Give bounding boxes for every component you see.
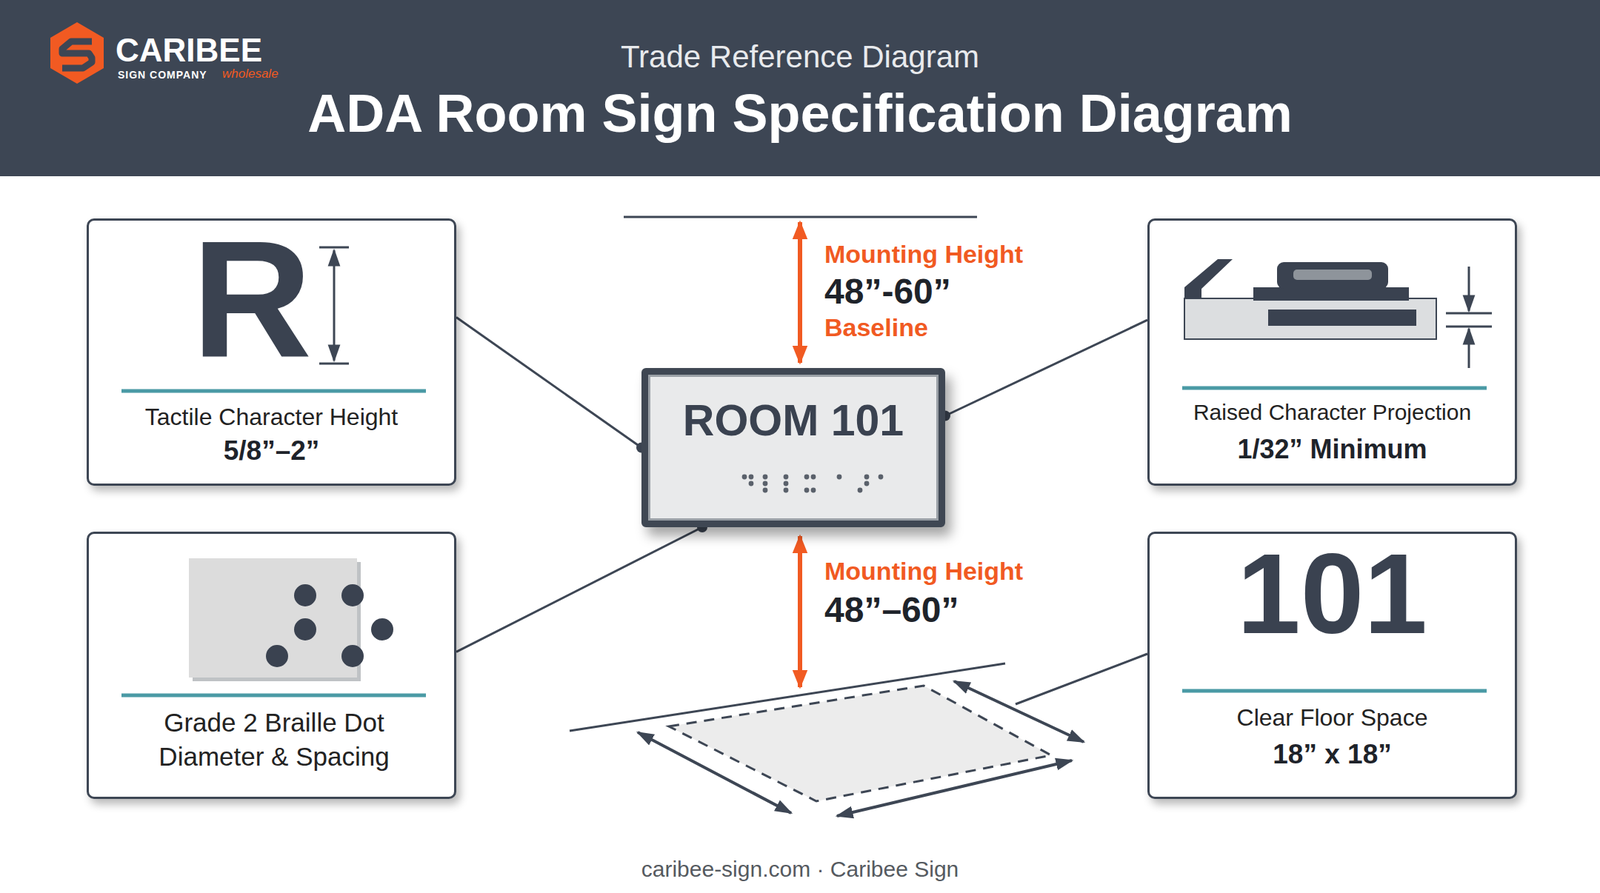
dimension-arrow bbox=[637, 732, 792, 814]
node-text: 1/32” Minimum bbox=[1149, 433, 1515, 466]
dimension-arrow bbox=[797, 536, 803, 688]
room-sign: ROOM 101 bbox=[641, 368, 946, 528]
logo-icon bbox=[50, 22, 104, 84]
leader-line bbox=[456, 527, 703, 652]
dimension-value: 48”-60” bbox=[824, 270, 952, 314]
node-heading: 101 bbox=[1149, 537, 1515, 652]
dimension-arrow bbox=[954, 681, 1084, 743]
dimension-label: Mounting Height bbox=[824, 556, 1023, 587]
leader-line bbox=[1015, 654, 1148, 705]
diagram-title: ADA Room Sign Specification Diagram bbox=[0, 82, 1600, 144]
dimension-label: Baseline bbox=[824, 312, 929, 343]
logo-word: CARIBEE bbox=[115, 31, 263, 71]
node-heading: Grade 2 Braille Dot Diameter & Spacing bbox=[125, 705, 423, 775]
footer-note: caribee-sign.com · Caribee Sign bbox=[0, 856, 1600, 883]
spec-panel: Raised Character Projection 1/32” Minimum bbox=[1147, 218, 1518, 486]
logo-subtitle: SIGN COMPANY bbox=[117, 68, 208, 82]
leader-line bbox=[945, 320, 1148, 416]
leader-line bbox=[456, 317, 642, 449]
baseline-line bbox=[623, 216, 978, 219]
spec-panel: Grade 2 Braille Dot Diameter & Spacing bbox=[86, 531, 457, 800]
dimension-arrow bbox=[797, 222, 803, 363]
subtitle: Trade Reference Diagram bbox=[0, 38, 1600, 76]
spec-panel: R Tactile Character Height5/8”–2” bbox=[86, 218, 457, 486]
node-text: 18” x 18” bbox=[1149, 738, 1515, 772]
dimension-arrow bbox=[837, 760, 1072, 817]
spec-panel: 101Clear Floor Space 18” x 18” bbox=[1147, 531, 1518, 800]
dimension-label: Mounting Height bbox=[824, 239, 1023, 270]
clear-floor-area bbox=[668, 685, 1052, 802]
node-heading: ROOM 101 bbox=[648, 397, 939, 446]
dimension-value: 48”–60” bbox=[824, 588, 959, 632]
logo-tag: wholesale bbox=[222, 66, 279, 82]
node-text: Tactile Character Height bbox=[88, 402, 455, 432]
node-heading: Raised Character Projection bbox=[1149, 399, 1515, 426]
node-text: 5/8”–2” bbox=[88, 434, 455, 468]
node-text: Clear Floor Space bbox=[1149, 703, 1515, 732]
node-heading: R bbox=[133, 216, 371, 383]
